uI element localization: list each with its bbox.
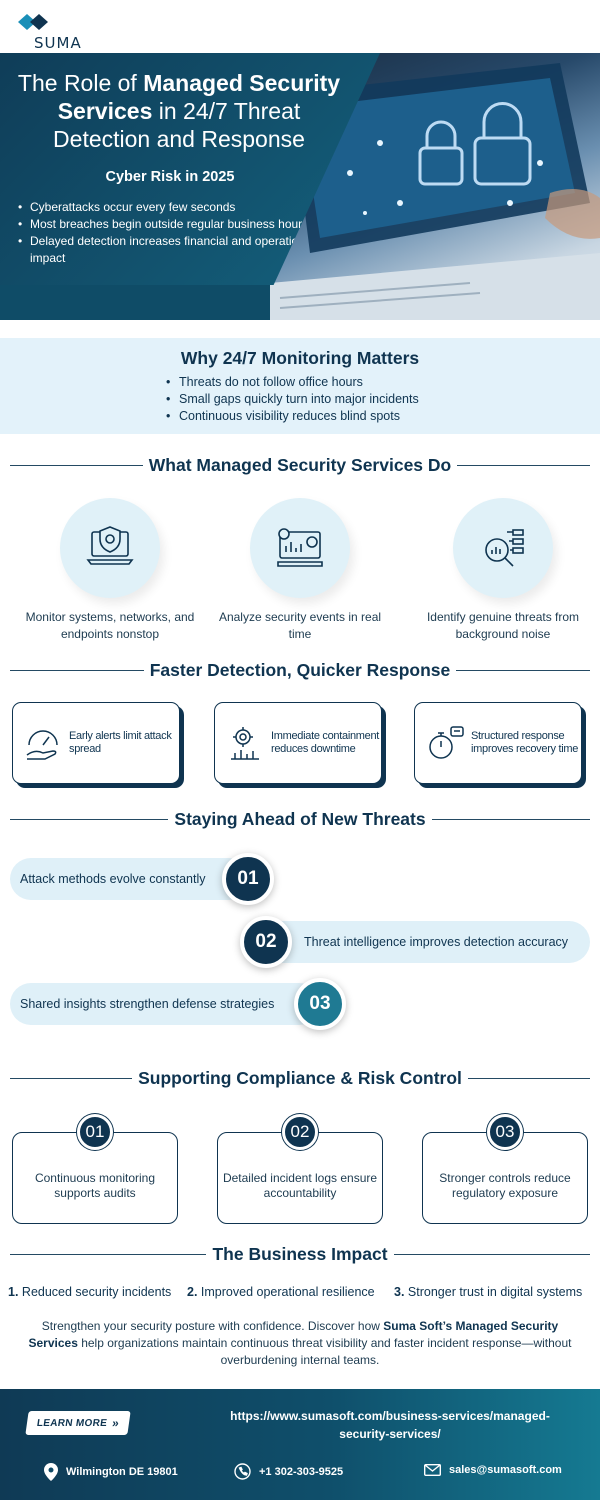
learn-more-button[interactable]: LEARN MORE »	[25, 1411, 131, 1435]
learn-more-label: LEARN MORE	[36, 1417, 108, 1429]
location-pin-icon	[44, 1463, 58, 1481]
stopwatch-icon	[429, 726, 464, 759]
compliance-heading: Supporting Compliance & Risk Control	[10, 1066, 591, 1090]
compliance-label: Detailed incident logs ensure accountabi…	[222, 1171, 378, 1200]
location-info: Wilmington DE 19801	[44, 1463, 178, 1481]
threat-number: 02	[240, 916, 292, 968]
hero-bullet: Delayed detection increases financial an…	[18, 233, 323, 267]
footer: LEARN MORE » https://www.sumasoft.com/bu…	[0, 1389, 600, 1500]
threat-pill: Threat intelligence improves detection a…	[262, 921, 590, 963]
compliance-box: Detailed incident logs ensure accountabi…	[217, 1132, 383, 1224]
detection-label: Structured response improves recovery ti…	[471, 730, 579, 755]
double-chevron-icon: »	[111, 1416, 121, 1430]
phone-info[interactable]: +1 302-303-9525	[234, 1463, 343, 1480]
detection-label: Immediate containment reduces downtime	[271, 730, 380, 755]
suma-logo: SUMA	[18, 10, 98, 52]
service-label: Identify genuine threats from background…	[426, 610, 580, 641]
compliance-label: Continuous monitoring supports audits	[34, 1171, 156, 1200]
hero-bullet: Cyberattacks occur every few seconds	[18, 199, 323, 216]
compliance-number: 03	[487, 1114, 523, 1150]
why-monitoring-section: Why 24/7 Monitoring Matters Threats do n…	[0, 338, 600, 434]
threat-number: 03	[294, 978, 346, 1030]
service-label: Monitor systems, networks, and endpoints…	[25, 610, 195, 641]
impact-heading: The Business Impact	[10, 1242, 590, 1266]
shield-laptop-icon	[86, 526, 134, 565]
threat-label: Threat intelligence improves detection a…	[304, 935, 569, 949]
website-link[interactable]: https://www.sumasoft.com/business-servic…	[230, 1409, 550, 1441]
services-title: What Managed Security Services Do	[148, 454, 452, 475]
gear-chart-icon	[231, 727, 259, 760]
hero-subtitle: Cyber Risk in 2025	[105, 169, 235, 185]
magnifier-chart-icon	[485, 529, 524, 567]
detection-title: Faster Detection, Quicker Response	[149, 659, 451, 680]
impact-item: 1. Reduced security incidents	[8, 1285, 172, 1299]
why-bullets: Threats do not follow office hours Small…	[166, 374, 419, 425]
hero-title: The Role of Managed Security Services in…	[17, 70, 341, 152]
dashboard-analytics-icon	[277, 528, 323, 567]
compliance-number: 01	[77, 1114, 113, 1150]
detection-heading: Faster Detection, Quicker Response	[10, 658, 590, 682]
laptop-lock-photo	[270, 53, 600, 320]
why-title: Why 24/7 Monitoring Matters	[180, 348, 420, 368]
threat-pill: Attack methods evolve constantly	[10, 858, 250, 900]
impact-item: 2. Improved operational resilience	[187, 1285, 375, 1299]
service-label: Analyze security events in real time	[218, 610, 382, 641]
gauge-hand-icon	[26, 730, 58, 760]
service-item: Identify genuine threats from background…	[413, 498, 593, 643]
threat-pill: Shared insights strengthen defense strat…	[10, 983, 320, 1025]
hero-bullets: Cyberattacks occur every few seconds Mos…	[18, 199, 323, 267]
compliance-number: 02	[282, 1114, 318, 1150]
detection-card: Early alerts limit attack spread	[12, 702, 180, 784]
impact-title: The Business Impact	[212, 1243, 388, 1264]
hero-bullet: Most breaches begin outside regular busi…	[18, 216, 323, 233]
threats-title: Staying Ahead of New Threats	[174, 808, 426, 829]
services-heading: What Managed Security Services Do	[10, 453, 590, 477]
threat-number: 01	[222, 853, 274, 905]
service-item: Monitor systems, networks, and endpoints…	[20, 498, 200, 643]
why-bullet: Continuous visibility reduces blind spot…	[166, 408, 419, 425]
compliance-title: Supporting Compliance & Risk Control	[138, 1067, 462, 1088]
hero-banner: The Role of Managed Security Services in…	[0, 53, 600, 320]
mail-icon	[424, 1464, 441, 1476]
detection-card: Immediate containment reduces downtime	[214, 702, 382, 784]
why-bullet: Small gaps quickly turn into major incid…	[166, 391, 419, 408]
email-info[interactable]: sales@sumasoft.com	[424, 1464, 562, 1476]
compliance-label: Stronger controls reduce regulatory expo…	[439, 1171, 571, 1200]
detection-card: Structured response improves recovery ti…	[414, 702, 582, 784]
phone-icon	[234, 1463, 251, 1480]
threats-heading: Staying Ahead of New Threats	[10, 807, 590, 831]
service-item: Analyze security events in real time	[210, 498, 390, 643]
threat-label: Attack methods evolve constantly	[20, 872, 206, 886]
impact-item: 3. Stronger trust in digital systems	[394, 1285, 583, 1299]
closing-text: Strengthen your security posture with co…	[28, 1319, 572, 1367]
suma-mark-icon	[18, 14, 48, 30]
brand-name: SUMA	[34, 34, 82, 52]
why-bullet: Threats do not follow office hours	[166, 374, 419, 391]
threat-label: Shared insights strengthen defense strat…	[20, 997, 275, 1011]
detection-label: Early alerts limit attack spread	[69, 730, 172, 755]
